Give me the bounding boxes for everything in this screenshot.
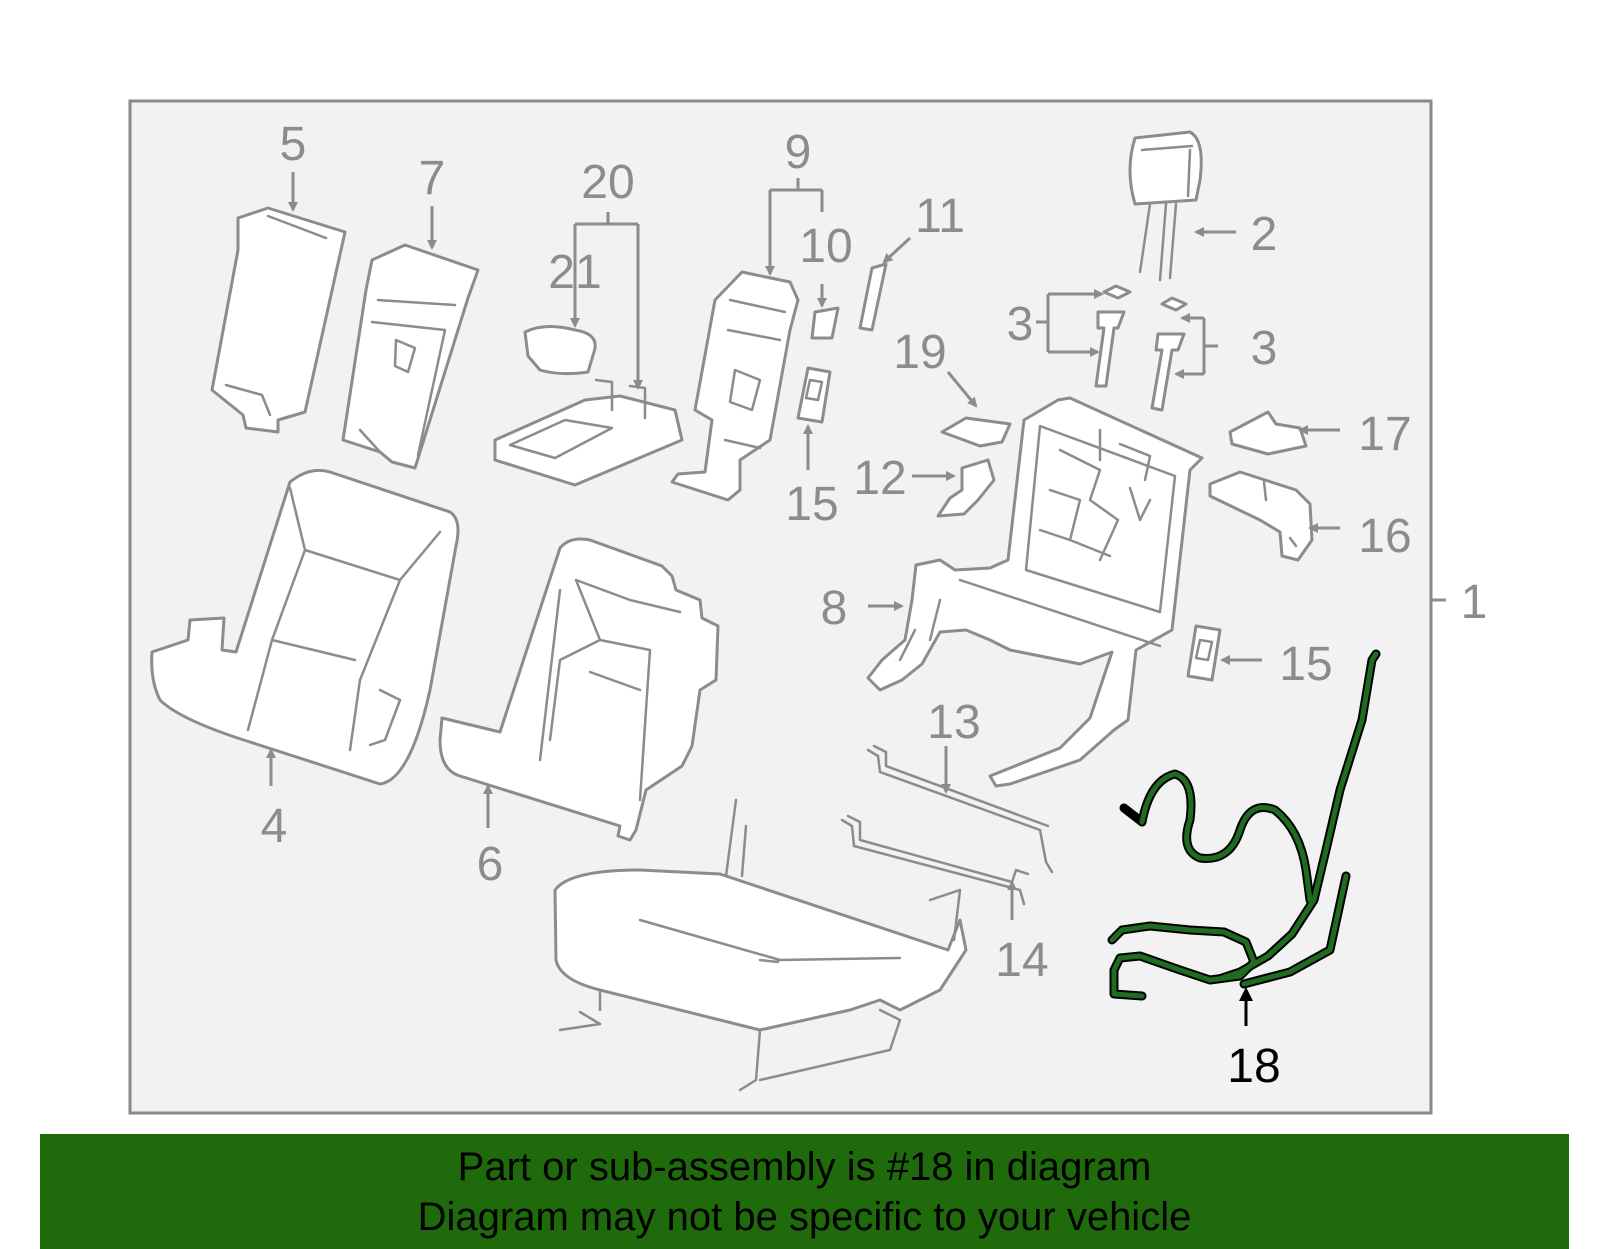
part-11-trim-strip[interactable]: [858, 262, 888, 332]
callout-4[interactable]: 4: [261, 800, 288, 853]
callout-15-top[interactable]: 15: [785, 478, 838, 531]
part-3-headrest-guides[interactable]: [1094, 284, 1188, 412]
callout-20[interactable]: 20: [581, 156, 634, 209]
info-banner: Part or sub-assembly is #18 in diagram D…: [40, 1134, 1569, 1249]
callout-9[interactable]: 9: [785, 126, 812, 179]
callout-8[interactable]: 8: [821, 582, 848, 635]
part-7-back-frame[interactable]: [341, 243, 480, 470]
leader-lines: [266, 172, 1446, 920]
callout-17[interactable]: 17: [1358, 408, 1411, 461]
part-13-rod[interactable]: [866, 744, 1054, 874]
banner-line-1: Part or sub-assembly is #18 in diagram: [457, 1145, 1152, 1189]
part-10-clip[interactable]: [810, 306, 840, 340]
part-19-cover[interactable]: [940, 416, 1012, 448]
part-16-bracket[interactable]: [1208, 470, 1314, 562]
part-18-wiring-harness[interactable]: [1107, 649, 1381, 1001]
callout-16[interactable]: 16: [1358, 510, 1411, 563]
callout-3-right[interactable]: 3: [1251, 322, 1278, 375]
part-5-back-panel[interactable]: [210, 206, 347, 434]
part-20-armrest[interactable]: [493, 378, 684, 487]
callout-12[interactable]: 12: [853, 452, 906, 505]
part-15-switch-b[interactable]: [1186, 624, 1222, 682]
callout-10[interactable]: 10: [799, 220, 852, 273]
callout-14[interactable]: 14: [995, 934, 1048, 987]
callout-6[interactable]: 6: [477, 838, 504, 891]
seat-cushion[interactable]: [553, 798, 968, 1092]
part-12-bracket[interactable]: [936, 458, 996, 518]
callout-3-left[interactable]: 3: [1007, 298, 1034, 351]
banner-line-2: Diagram may not be specific to your vehi…: [417, 1195, 1192, 1239]
callout-2[interactable]: 2: [1251, 208, 1278, 261]
callout-21[interactable]: 21: [548, 246, 601, 299]
part-2-headrest[interactable]: [1128, 130, 1203, 282]
callout-1[interactable]: 1: [1461, 576, 1488, 629]
callout-7[interactable]: 7: [419, 152, 446, 205]
part-17-bracket[interactable]: [1228, 410, 1308, 456]
callout-11[interactable]: 11: [915, 190, 965, 243]
part-14-rod[interactable]: [840, 814, 1030, 906]
part-6-seatback-pad[interactable]: [438, 537, 720, 842]
callout-15-right[interactable]: 15: [1279, 638, 1332, 691]
part-15-switch-a[interactable]: [796, 366, 832, 424]
part-4-seatback-cover[interactable]: [150, 468, 460, 786]
part-8-seatback-frame[interactable]: [866, 396, 1204, 788]
callout-19[interactable]: 19: [893, 326, 946, 379]
callout-5[interactable]: 5: [280, 118, 307, 171]
part-9-armrest-bracket[interactable]: [670, 270, 800, 502]
callout-18[interactable]: 18: [1227, 1040, 1280, 1093]
part-21-cupholder[interactable]: [523, 325, 597, 376]
callout-13[interactable]: 13: [927, 696, 980, 749]
